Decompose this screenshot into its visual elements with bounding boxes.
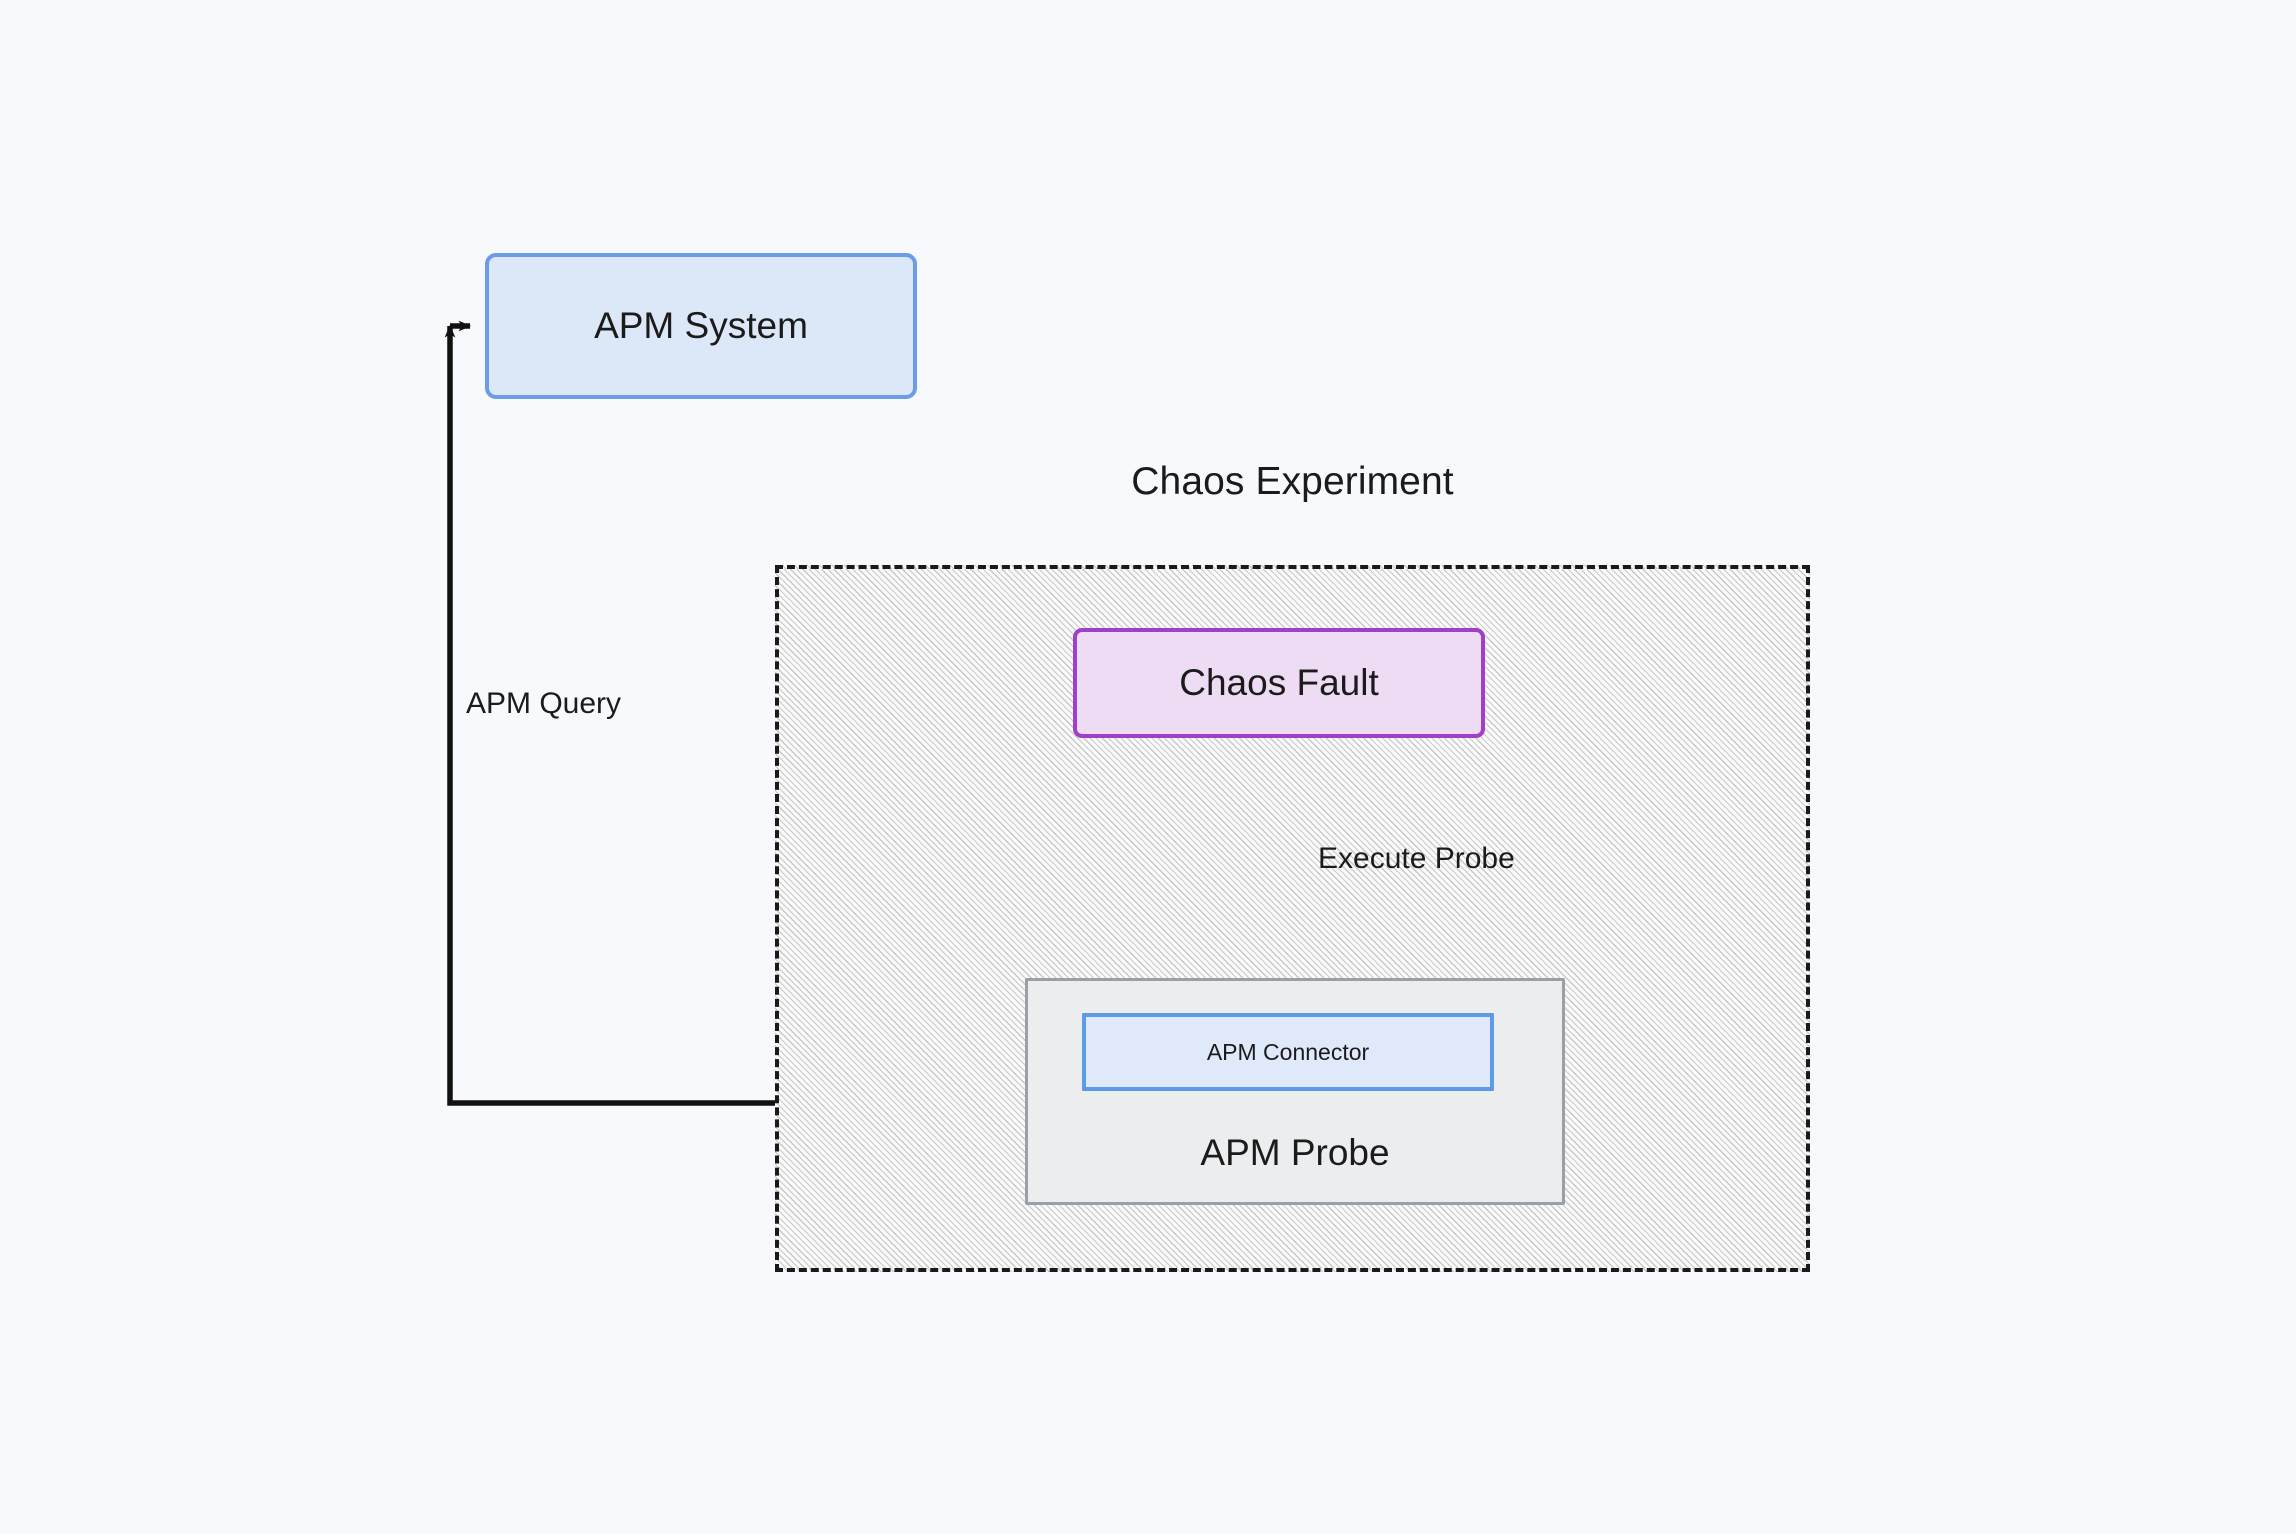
node-apm-system[interactable]: APM System [485,253,917,399]
edge-label-apm-query: APM Query [466,687,622,720]
node-chaos-fault[interactable]: Chaos Fault [1073,628,1485,738]
edge-label-execute-probe: Execute Probe [1318,842,1515,875]
node-apm-probe[interactable]: APM Connector APM Probe [1025,978,1565,1205]
node-apm-connector-label: APM Connector [1206,1038,1370,1065]
node-apm-probe-label: APM Probe [1200,1132,1390,1173]
page-title: Chaos Experiment [1131,460,1454,503]
node-chaos-fault-label: Chaos Fault [1179,662,1379,703]
node-apm-connector[interactable]: APM Connector [1082,1013,1494,1091]
node-apm-system-label: APM System [594,305,808,346]
